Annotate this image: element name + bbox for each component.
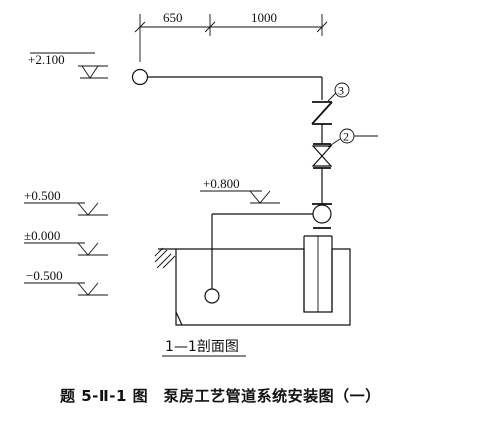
check-valve-symbol <box>311 101 333 125</box>
callout-number: 3 <box>338 84 344 98</box>
elevation-mark-pipe-top: +2.100 <box>28 52 108 79</box>
pipe-network <box>131 68 333 304</box>
dim-1000: 1000 <box>251 10 277 25</box>
callout-number: 2 <box>343 130 349 144</box>
elevation-mark-level-zero: ±0.000 <box>24 228 108 256</box>
dimension-chain: 650 1000 <box>134 10 328 62</box>
elevation-label: ±0.000 <box>24 228 60 243</box>
pipe-end-circle <box>131 68 149 86</box>
callout-item-3: 3 <box>327 82 350 102</box>
elevation-label: +2.100 <box>28 52 65 67</box>
elevation-label: +0.500 <box>24 188 61 203</box>
figure-caption: 题 5-Ⅱ-1 图 泵房工艺管道系统安装图（一） <box>60 387 381 405</box>
pump-symbol <box>312 203 332 229</box>
suction-inlet-circle <box>204 288 220 304</box>
ground-hatch <box>154 247 176 269</box>
elevation-label: −0.500 <box>26 268 63 283</box>
elevation-mark-level-b: −0.500 <box>24 268 108 296</box>
elevation-label: +0.800 <box>203 176 240 191</box>
section-label: 1—1剖面图 <box>162 339 246 357</box>
section-label-text: 1—1剖面图 <box>165 339 239 355</box>
dim-650: 650 <box>163 10 183 25</box>
elevation-mark-tank-top: +0.800 <box>200 176 280 204</box>
gate-valve-symbol <box>311 143 333 169</box>
concrete-tank <box>154 235 351 326</box>
callout-item-2: 2 <box>327 128 378 148</box>
elevation-mark-level-a: +0.500 <box>24 188 108 216</box>
